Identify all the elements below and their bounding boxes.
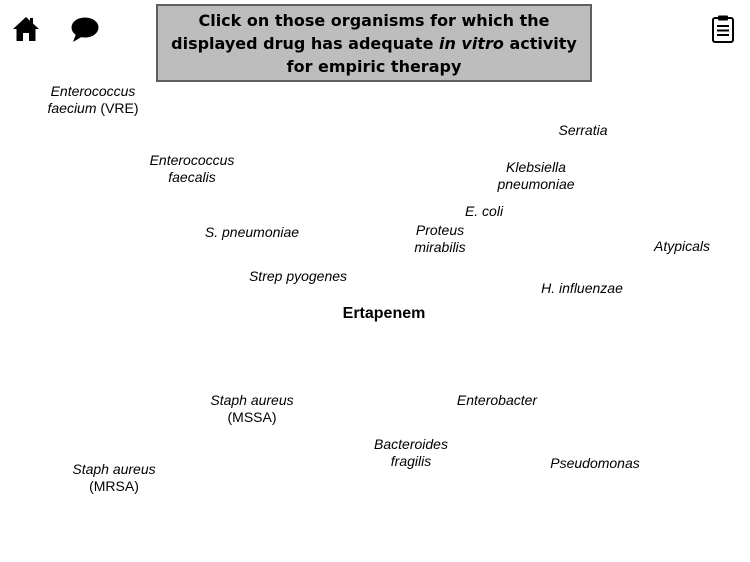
- organism-h-influenzae[interactable]: H. influenzae: [541, 280, 623, 296]
- drug-name: Ertapenem: [342, 305, 426, 322]
- organism-staph-aureus-mssa[interactable]: Staph aureus (MSSA): [210, 392, 294, 425]
- organism-e-coli[interactable]: E. coli: [464, 203, 504, 219]
- organism-pseudomonas[interactable]: Pseudomonas: [550, 455, 640, 471]
- instruction-banner: Click on those organisms for which the d…: [156, 4, 592, 82]
- chat-button[interactable]: [70, 16, 100, 44]
- home-button[interactable]: [12, 16, 40, 42]
- organism-proteus-mirabilis[interactable]: Proteus mirabilis: [414, 222, 466, 255]
- organism-strep-pyogenes[interactable]: Strep pyogenes: [248, 268, 348, 284]
- clipboard-icon: [712, 15, 734, 43]
- organism-enterococcus-faecalis[interactable]: Enterococcus faecalis: [149, 152, 235, 185]
- organism-enterococcus-faecium-vre[interactable]: Enterococcus faecium (VRE): [47, 83, 139, 116]
- notes-button[interactable]: [711, 14, 735, 44]
- home-icon: [13, 17, 39, 41]
- organism-staph-aureus-mrsa[interactable]: Staph aureus (MRSA): [72, 461, 156, 494]
- organism-atypicals[interactable]: Atypicals: [653, 238, 711, 254]
- speech-bubble-icon: [71, 17, 99, 42]
- instruction-text: Click on those organisms for which the d…: [171, 10, 577, 76]
- organism-enterobacter[interactable]: Enterobacter: [456, 392, 538, 408]
- organism-serratia[interactable]: Serratia: [558, 122, 608, 138]
- organism-klebsiella-pneumoniae[interactable]: Klebsiella pneumoniae: [497, 159, 575, 192]
- organism-bacteroides-fragilis[interactable]: Bacteroides fragilis: [374, 436, 448, 469]
- organism-s-pneumoniae[interactable]: S. pneumoniae: [204, 224, 300, 240]
